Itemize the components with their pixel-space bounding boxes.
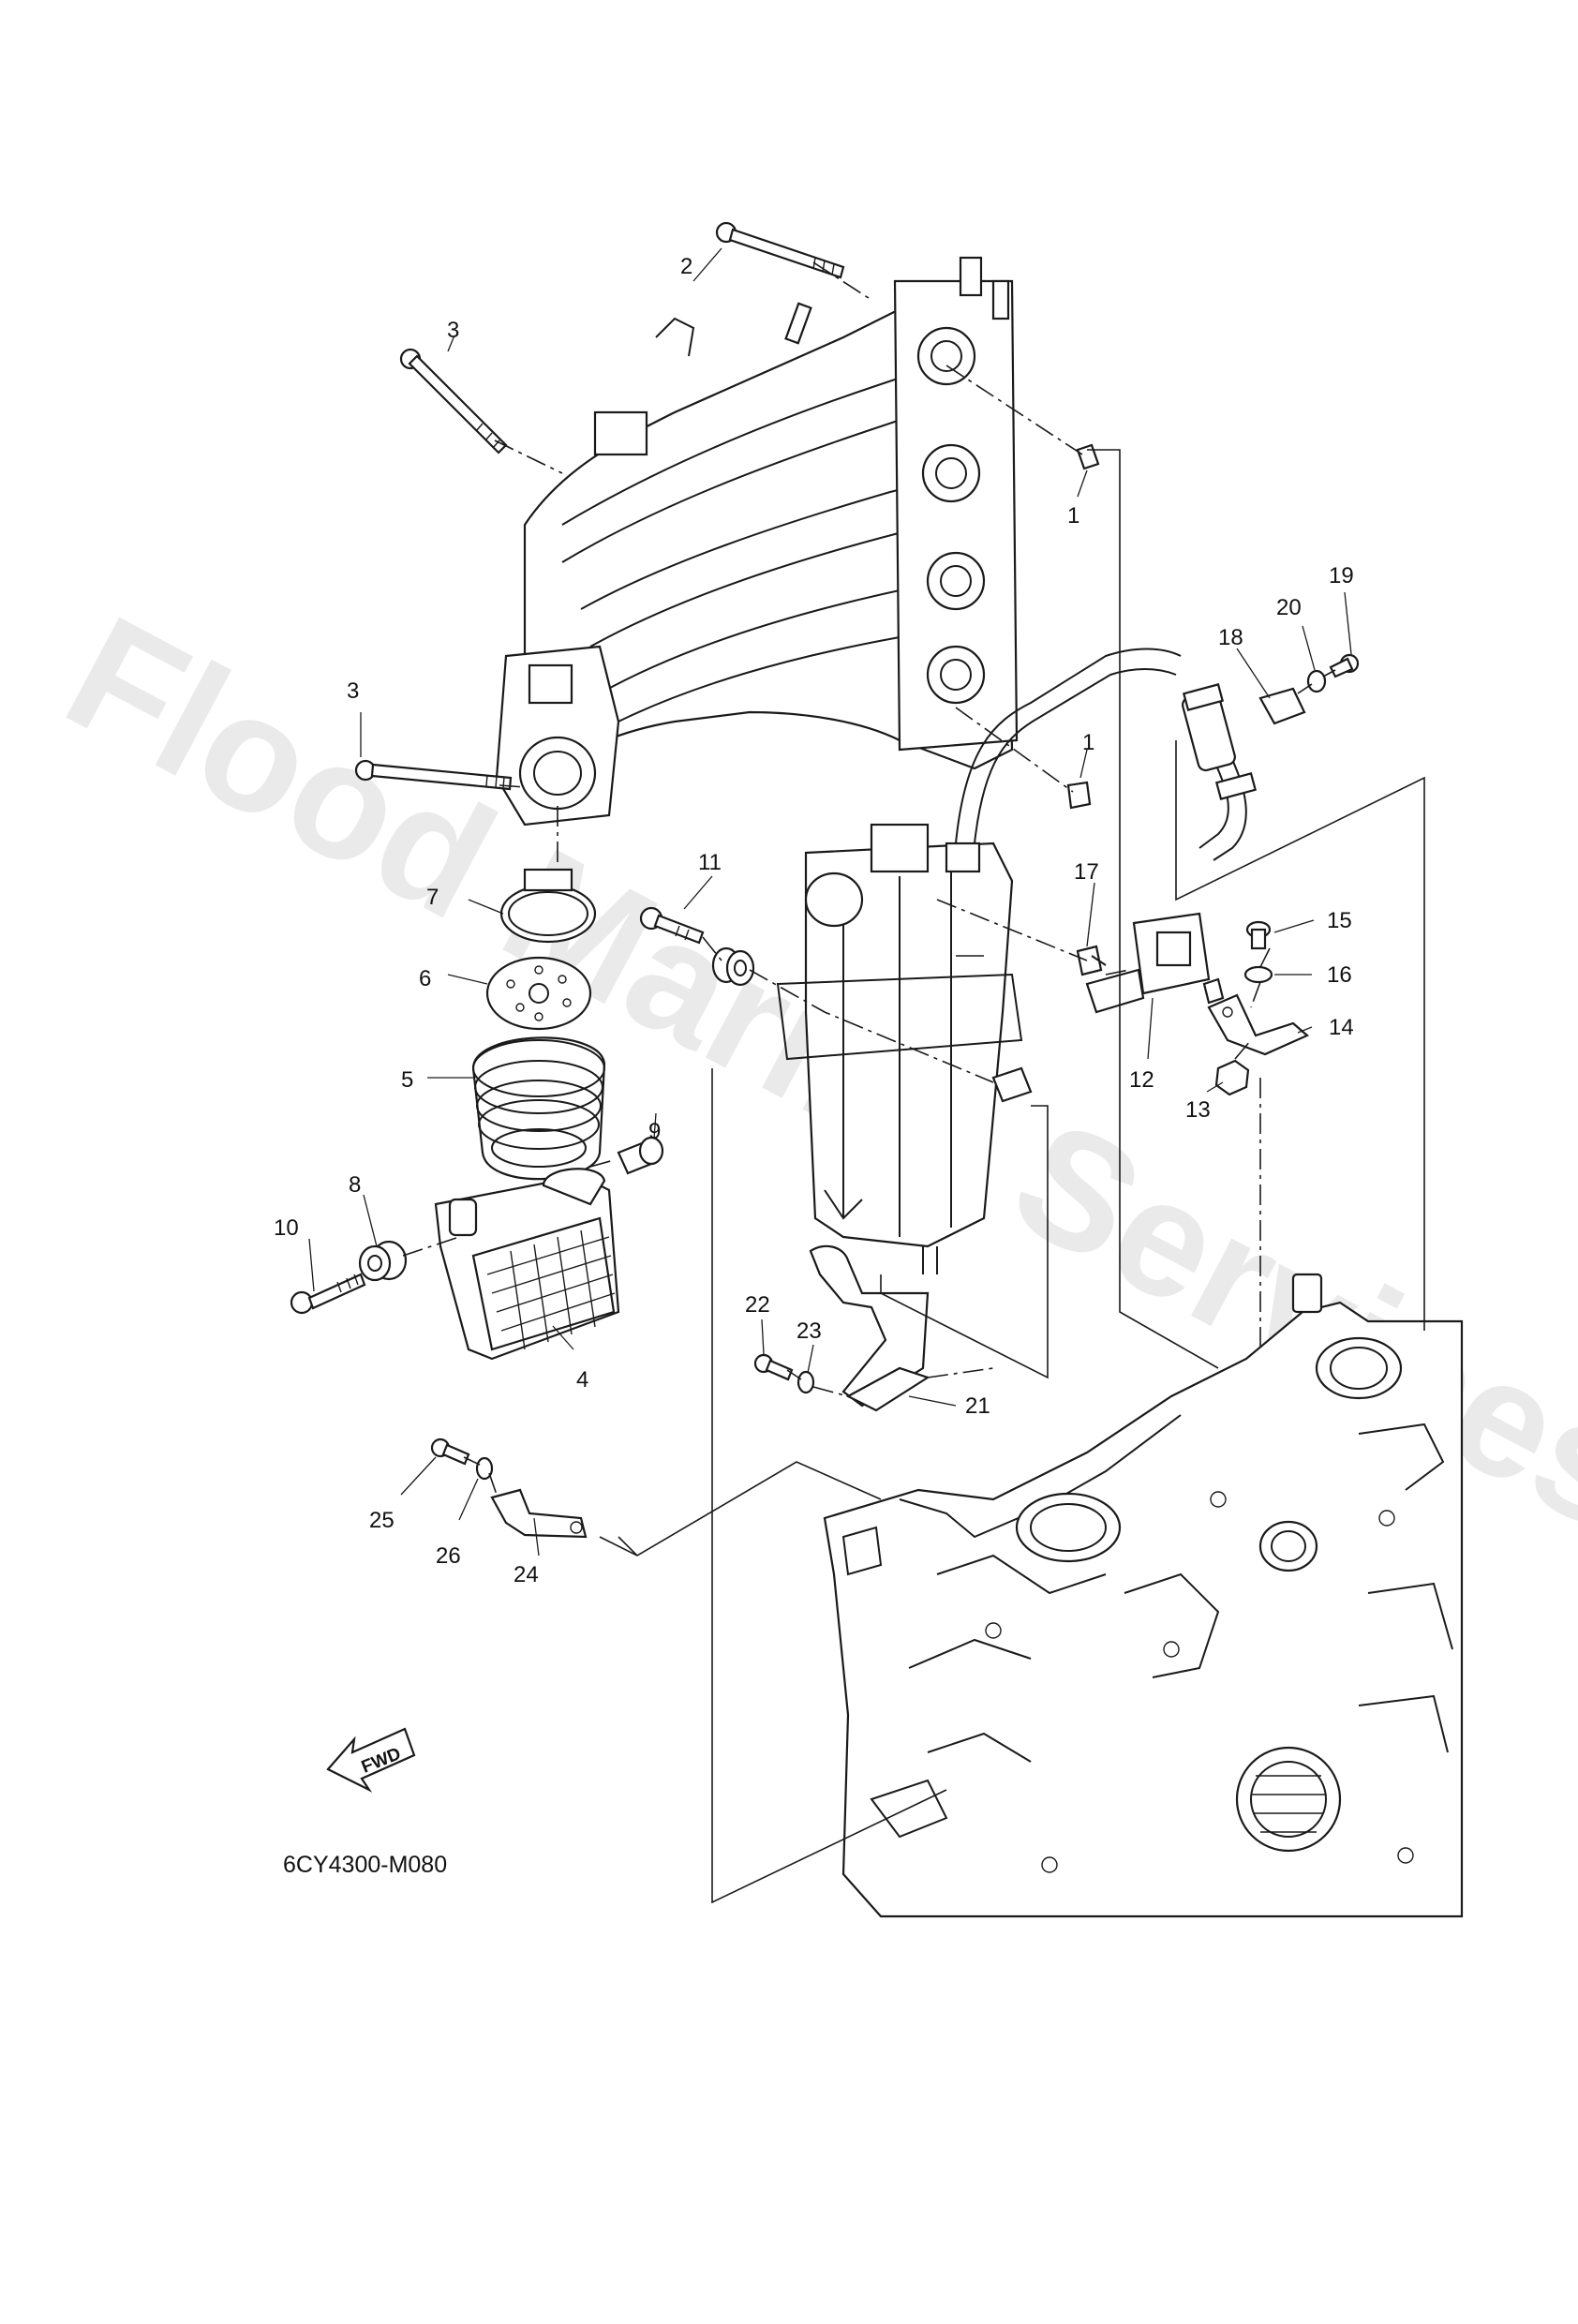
grommet-8 — [358, 1240, 408, 1282]
pin-1-upper — [1076, 443, 1100, 470]
bracket-21 — [809, 1244, 930, 1412]
fuel-vapor-separator — [776, 823, 1023, 1274]
callout-21: 21 — [965, 1393, 990, 1419]
callout-26: 26 — [436, 1543, 461, 1569]
callout-6: 6 — [419, 966, 431, 991]
callout-19: 19 — [1329, 563, 1354, 588]
bolt-2 — [715, 221, 845, 279]
callout-25: 25 — [369, 1508, 394, 1533]
nut-13 — [1214, 1059, 1250, 1096]
callout-14: 14 — [1329, 1015, 1354, 1040]
bracket-24 — [490, 1488, 588, 1539]
callout-9: 9 — [648, 1119, 661, 1144]
collar-9 — [617, 1136, 664, 1175]
plate-6 — [485, 956, 592, 1031]
assembly-dashed-lines — [402, 261, 1336, 1496]
clip-18 — [1258, 687, 1306, 725]
bolt-10 — [290, 1273, 366, 1315]
callout-2: 2 — [680, 254, 692, 279]
bolt-19 — [1329, 653, 1360, 678]
washer-26 — [475, 1456, 494, 1481]
diagram-code: 6CY4300-M080 — [283, 1852, 447, 1878]
collar-center — [991, 1066, 1033, 1103]
callout-7: 7 — [426, 885, 439, 910]
bolt-15 — [1245, 920, 1272, 950]
callout-18: 18 — [1218, 625, 1243, 650]
valve-12 — [1085, 912, 1225, 1014]
bolt-25 — [430, 1438, 470, 1466]
callout-5: 5 — [401, 1067, 413, 1093]
callout-3-lower: 3 — [347, 678, 359, 704]
engine-block — [823, 1273, 1464, 1918]
grommet-11 — [711, 946, 755, 987]
callout-13: 13 — [1185, 1097, 1211, 1123]
callout-1-upper: 1 — [1067, 503, 1079, 529]
callout-leaders — [308, 247, 1352, 1557]
callout-16: 16 — [1327, 962, 1352, 988]
callout-17: 17 — [1074, 859, 1099, 885]
silencer-4 — [434, 1168, 620, 1361]
bolt-22 — [753, 1353, 794, 1381]
clip-17 — [1076, 945, 1107, 976]
clamp-7 — [499, 868, 597, 944]
bracket-14 — [1207, 993, 1310, 1056]
callout-8: 8 — [349, 1172, 361, 1198]
callout-labels: 1 1 2 3 3 4 5 6 7 8 9 10 11 12 13 14 15 … — [274, 254, 1354, 1587]
washer-20 — [1306, 669, 1327, 693]
duct-5 — [471, 1036, 606, 1181]
fuel-hose — [955, 648, 1182, 844]
assembly-solid-lines — [599, 449, 1425, 1904]
callout-4: 4 — [576, 1367, 588, 1393]
bolt-3-lower — [354, 759, 513, 791]
callout-10: 10 — [274, 1215, 299, 1241]
callout-23: 23 — [796, 1318, 822, 1344]
callout-1-lower: 1 — [1082, 730, 1094, 755]
callout-12: 12 — [1129, 1067, 1154, 1093]
intake-manifold — [495, 256, 1019, 827]
callout-20: 20 — [1276, 595, 1302, 620]
washer-16 — [1243, 965, 1273, 984]
washer-23 — [796, 1370, 815, 1394]
callout-15: 15 — [1327, 908, 1352, 933]
pin-1-lower — [1066, 781, 1092, 810]
bolt-3-upper — [399, 348, 508, 454]
forward-direction-arrow: FWD — [326, 1727, 416, 1793]
bolt-11 — [639, 906, 705, 945]
callout-3-upper: 3 — [447, 318, 459, 343]
callout-11: 11 — [698, 850, 722, 875]
callout-22: 22 — [745, 1292, 770, 1318]
callout-24: 24 — [514, 1562, 539, 1587]
